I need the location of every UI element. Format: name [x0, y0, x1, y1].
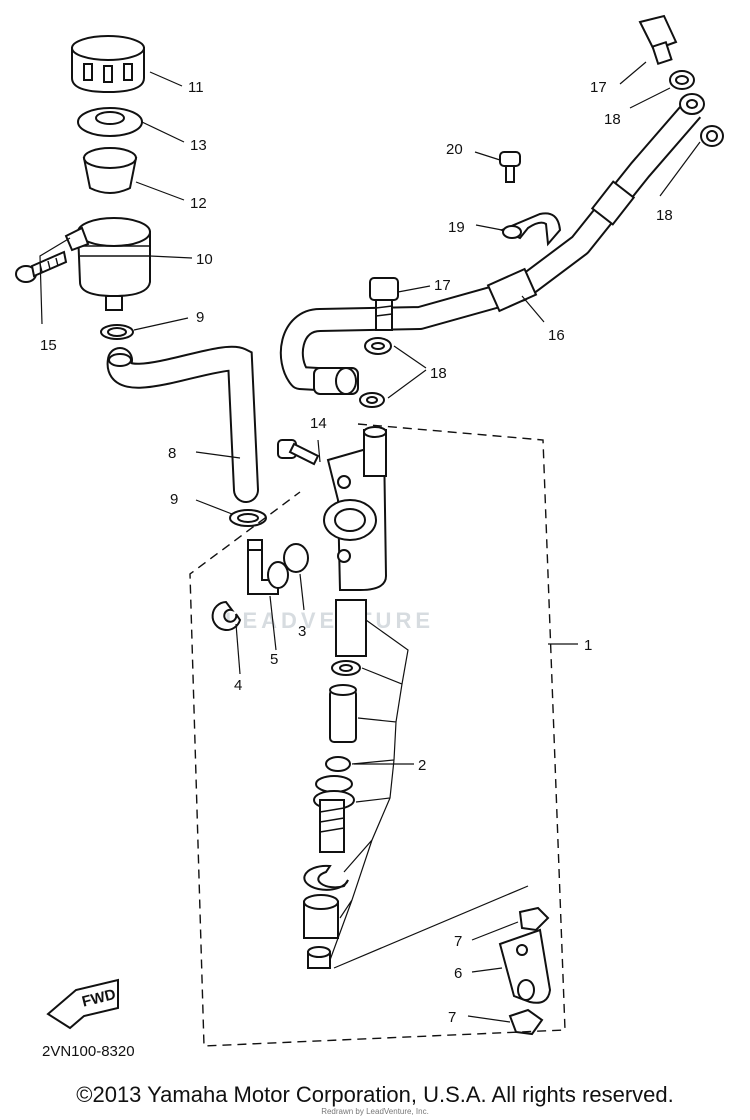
diaphragm-plate	[77, 107, 143, 137]
circlip-small	[211, 600, 242, 631]
guide-screw	[499, 151, 521, 183]
callout-17-lower: 17	[434, 277, 451, 294]
callout-7-upper: 7	[454, 933, 462, 950]
callout-11: 11	[188, 79, 204, 96]
reservoir-tank	[64, 217, 151, 311]
callout-10: 10	[196, 251, 213, 268]
union-bolt-upper	[638, 14, 678, 65]
callout-17-upper: 17	[590, 79, 607, 96]
locknut-lower	[508, 1008, 544, 1036]
callout-1: 1	[584, 637, 592, 654]
callout-7-lower: 7	[448, 1009, 456, 1026]
rear-master-cylinder-diagram: LEADVENTURE	[15, 14, 724, 1060]
copper-washers-upper	[669, 70, 724, 147]
redrawn-note: Redrawn by LeadVenture, Inc.	[321, 1107, 429, 1116]
callout-14: 14	[310, 415, 327, 432]
copper-washers-lower	[359, 337, 392, 408]
callout-9-lower: 9	[170, 491, 178, 508]
hose-clamp-lower	[229, 509, 267, 527]
callout-18-upper-b: 18	[656, 207, 673, 224]
hose-guide	[499, 212, 562, 247]
callout-12: 12	[190, 195, 207, 212]
union-bolt-lower	[369, 277, 399, 331]
callout-4: 4	[234, 677, 242, 694]
diaphragm	[82, 147, 138, 194]
callout-16: 16	[548, 327, 565, 344]
callout-2: 2	[418, 757, 426, 774]
watermark: LEADVENTURE	[225, 608, 434, 633]
fwd-arrow: FWD	[46, 978, 119, 1030]
callout-18-lower: 18	[430, 365, 447, 382]
callout-13: 13	[190, 137, 207, 154]
clevis	[498, 928, 552, 1004]
master-cylinder-body	[323, 426, 388, 591]
assembly-boundary	[189, 423, 566, 1047]
callout-3: 3	[298, 623, 306, 640]
callout-20: 20	[446, 141, 463, 158]
hose-clamp-upper	[100, 324, 134, 340]
bolt	[277, 439, 320, 466]
callout-5: 5	[270, 651, 278, 668]
callout-15: 15	[40, 337, 57, 354]
o-ring	[283, 543, 309, 573]
hose-joint	[247, 539, 289, 595]
reservoir-cap	[71, 35, 145, 94]
callout-9-upper: 9	[196, 309, 204, 326]
callout-8: 8	[168, 445, 176, 462]
callout-6: 6	[454, 965, 462, 982]
leader-lines	[39, 61, 701, 1023]
callout-18-upper-a: 18	[604, 111, 621, 128]
callout-labels: 11 13 12 10 15 9 8 9 14 17 18 18 20 19 1…	[40, 79, 673, 1060]
diagram-code: 2VN100-8320	[42, 1043, 135, 1060]
reservoir-hose	[106, 345, 259, 503]
callout-19: 19	[448, 219, 465, 236]
locknut-upper	[518, 906, 550, 932]
piston-kit	[303, 599, 367, 969]
brake-hose	[279, 93, 705, 395]
copyright-notice: ©2013 Yamaha Motor Corporation, U.S.A. A…	[76, 1082, 674, 1107]
